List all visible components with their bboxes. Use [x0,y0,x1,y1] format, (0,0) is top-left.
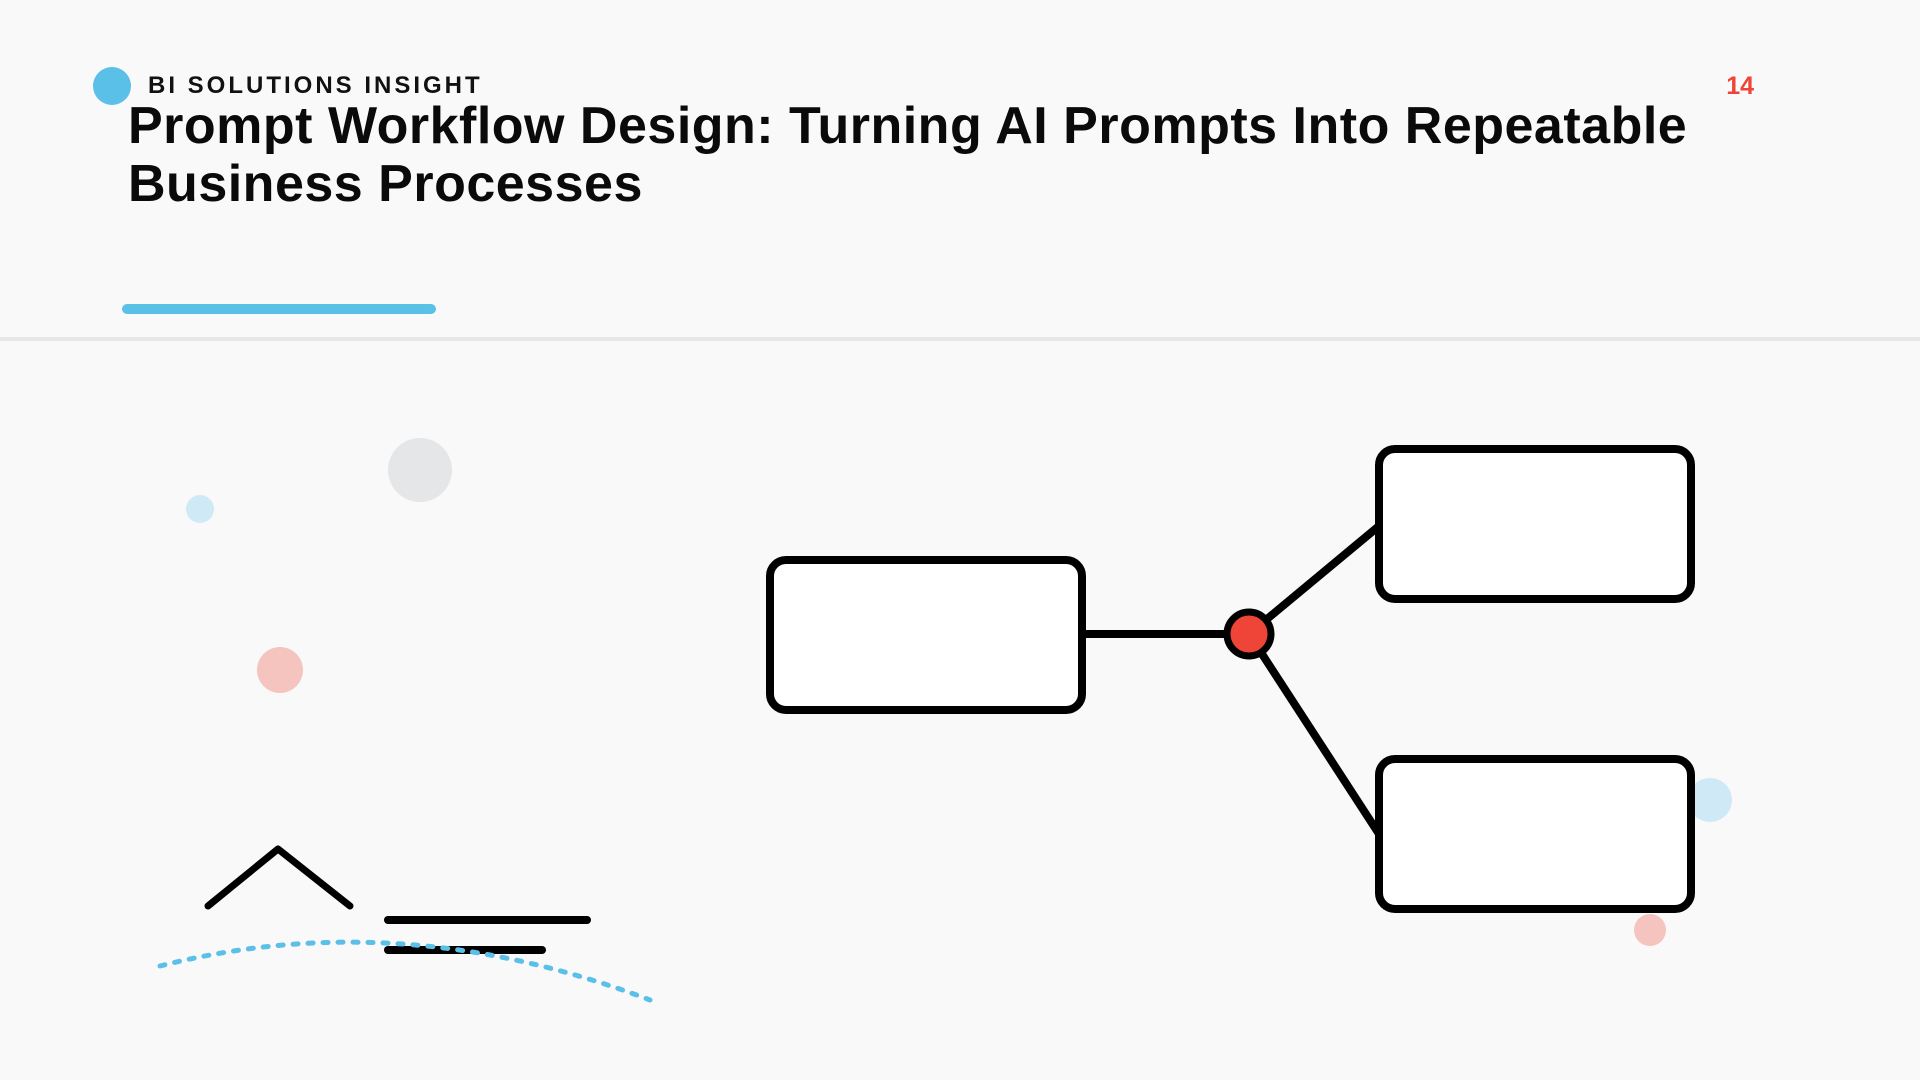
decor-circle-gray [388,438,452,502]
decor-circle-blue-right [1688,778,1732,822]
connector-branch-to-target-2 [1245,631,1383,837]
workflow-node-target-1 [1375,445,1695,603]
slide-title: Prompt Workflow Design: Turning AI Promp… [128,97,1688,213]
brand-label: BI SOLUTIONS INSIGHT [148,72,483,99]
decor-circle-blue [186,495,214,523]
title-underline [122,304,436,314]
brand-dot-icon [93,67,131,105]
connector-branch-to-target-1 [1246,522,1382,638]
header-divider [0,337,1920,341]
chevron-up-icon [204,845,354,910]
workflow-node-target-2 [1375,755,1695,913]
decor-circle-red-right [1634,914,1666,946]
workflow-node-source [766,556,1086,714]
dotted-arc [157,939,653,1003]
page-number: 14 [1726,72,1754,100]
decor-circle-red [257,647,303,693]
workflow-branch-node [1223,608,1275,660]
